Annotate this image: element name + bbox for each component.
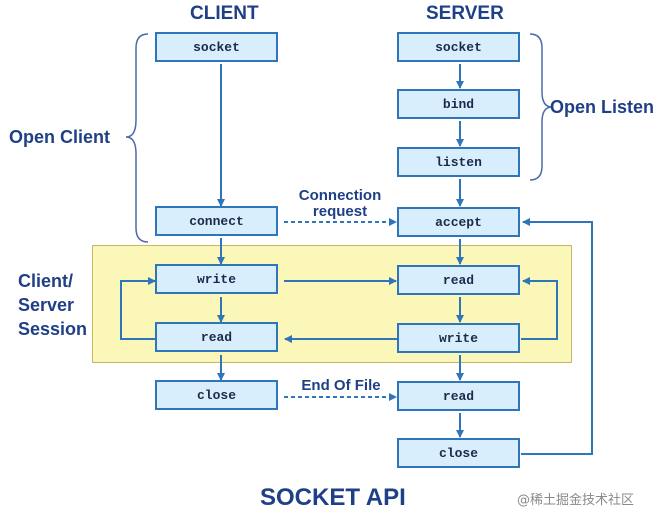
server-listen-node: listen	[397, 147, 520, 177]
client-write-node: write	[155, 264, 278, 294]
server-read-node: read	[397, 265, 520, 295]
client-socket-node: socket	[155, 32, 278, 62]
session-label: Client/ Server Session	[18, 269, 87, 341]
open-client-label: Open Client	[9, 127, 111, 147]
open-client-brace	[125, 33, 149, 243]
server-socket-node: socket	[397, 32, 520, 62]
open-listen-brace	[529, 33, 553, 181]
server-write-node: write	[397, 323, 520, 353]
server-bind-node: bind	[397, 89, 520, 119]
session-label-line-1: Client/	[18, 271, 74, 291]
client-header: CLIENT	[190, 3, 259, 24]
client-connect-node: connect	[155, 206, 278, 236]
end-of-file-label: End Of File	[301, 377, 381, 394]
server-accept-node: accept	[397, 207, 520, 237]
client-read-node: read	[155, 322, 278, 352]
session-label-line-2: Server	[18, 295, 75, 315]
client-close-node: close	[155, 380, 278, 410]
watermark: @稀土掘金技术社区	[517, 493, 635, 508]
connection-request-line-1: Connection	[298, 187, 382, 204]
arrow-server-close-accept	[521, 218, 593, 455]
server-header: SERVER	[426, 3, 504, 24]
arrow-client-loop	[120, 277, 157, 340]
arrow-server-loop	[521, 277, 558, 340]
session-label-line-3: Session	[18, 319, 88, 339]
connection-request-label: Connection request	[288, 188, 392, 220]
connection-request-line-2: request	[312, 203, 368, 220]
server-read-eof-node: read	[397, 381, 520, 411]
server-close-node: close	[397, 438, 520, 468]
open-listen-label: Open Listen	[550, 97, 655, 117]
diagram-title: SOCKET API	[260, 484, 406, 511]
